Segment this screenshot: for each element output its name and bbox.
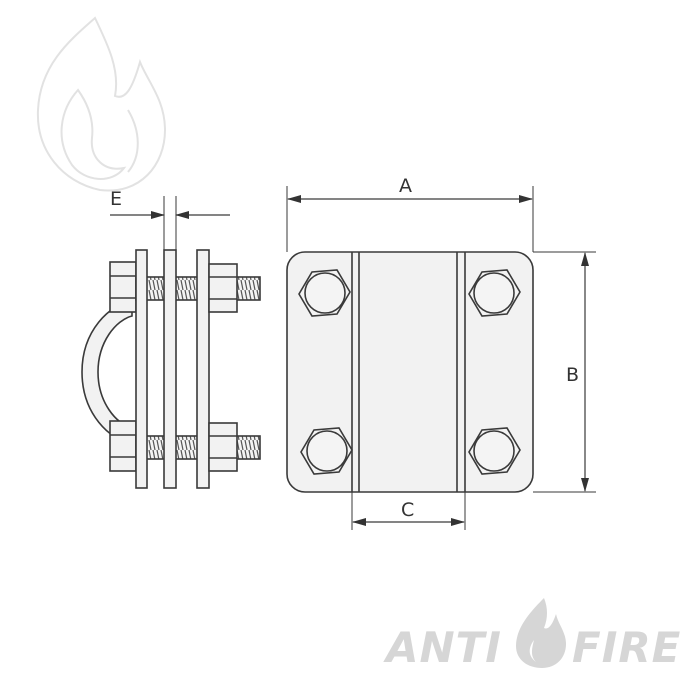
- brand-flame-icon: [516, 598, 566, 668]
- front-view: [286, 186, 596, 530]
- plate-3: [196, 249, 210, 489]
- dim-label-c: C: [401, 499, 414, 521]
- hex-nut-top-right: [208, 263, 238, 313]
- hex-nut-bottom-left: [109, 420, 137, 472]
- brand-text-right: FIRE: [572, 623, 681, 672]
- brand-text-left: ANTI: [383, 623, 502, 672]
- bolt-head-bottom-left: [300, 427, 353, 475]
- clamp-plate: [286, 251, 534, 493]
- brand-watermark: ANTI FIRE: [383, 598, 681, 672]
- plate-2: [163, 249, 177, 489]
- flame-watermark-icon: [36, 16, 167, 192]
- hex-nut-bottom-right: [208, 422, 238, 472]
- hex-nut-top-left: [109, 261, 137, 313]
- dim-label-b: B: [566, 364, 579, 386]
- plate-1: [135, 249, 148, 489]
- side-view: [81, 196, 261, 489]
- bolt-head-top-left: [298, 269, 351, 317]
- bolt-head-bottom-right: [468, 427, 521, 475]
- dim-label-a: A: [399, 175, 412, 197]
- dim-label-e: E: [110, 188, 122, 210]
- bolt-head-top-right: [468, 269, 521, 317]
